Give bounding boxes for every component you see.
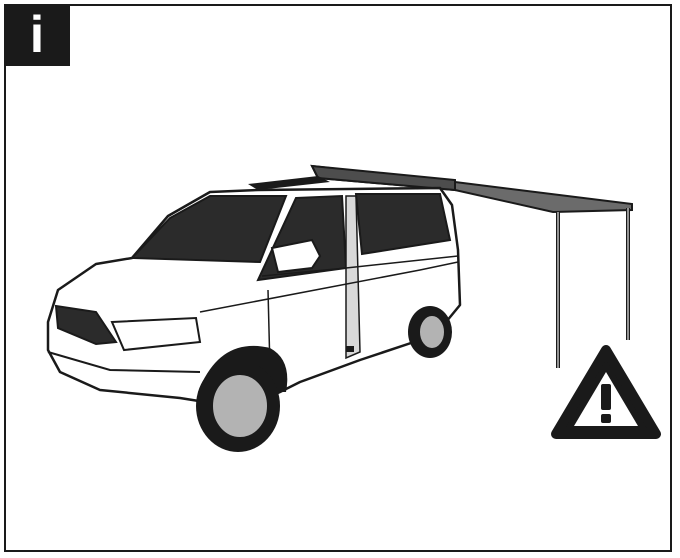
rear-wheel: [408, 306, 452, 358]
awning-legs: [558, 208, 628, 368]
warning-triangle-icon: [556, 350, 656, 434]
